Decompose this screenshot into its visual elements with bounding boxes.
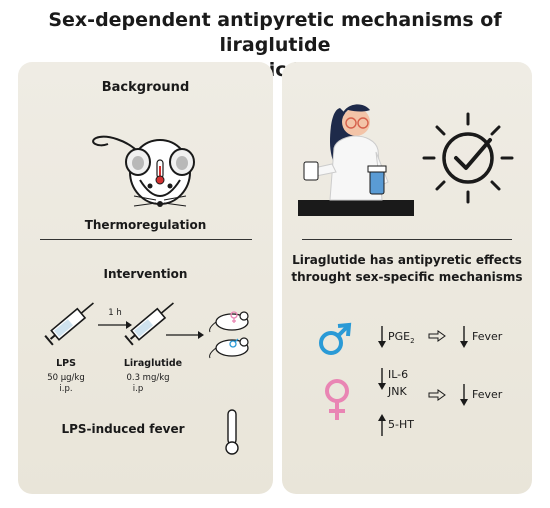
lps-dose: 50 µg/kg: [47, 373, 85, 383]
liraglutide-dose: 0.3 mg/kg: [126, 373, 170, 383]
background-heading: Background: [101, 80, 190, 95]
thermoregulation-label: Thermoregulation: [84, 218, 207, 232]
right-divider: [302, 239, 512, 240]
liraglutide-route: i.p: [132, 384, 144, 394]
male-symbol-icon: [319, 322, 352, 355]
male-down-arrow-icon: [378, 326, 386, 348]
mouse-icon: [92, 135, 195, 207]
conclusion-line-2: throught sex-specific mechanisms: [291, 270, 523, 284]
male-marker: PGE2: [388, 330, 415, 345]
female-down-arrow-icon: [378, 368, 386, 390]
left-panel: Background Thermoregulation Intervention: [18, 62, 273, 494]
researcher-icon: [298, 104, 414, 216]
arrow-to-mice-icon: [166, 331, 204, 339]
intervention-heading: Intervention: [103, 267, 188, 281]
fever-label: LPS-induced fever: [61, 422, 185, 436]
female-outcome: Fever: [472, 388, 503, 401]
liraglutide-syringe-icon: [124, 302, 174, 346]
arrow-1h-icon: [98, 321, 132, 329]
right-panel: Liraglutide has antipyretic effects thro…: [282, 62, 532, 494]
female-fever-down-icon: [460, 384, 468, 406]
female-marker-il6: IL-6: [388, 368, 409, 381]
female-markers-down: IL-6 JNK: [388, 366, 408, 400]
check-icon: [422, 112, 514, 204]
thermometer-icon: [225, 409, 239, 455]
male-outcome: Fever: [472, 330, 503, 343]
conclusion-text: Liraglutide has antipyretic effects thro…: [282, 252, 532, 286]
female-marker-jnk: JNK: [388, 385, 407, 398]
interval-label: 1 h: [108, 308, 122, 318]
female-implies-arrow-icon: [428, 389, 446, 401]
lps-route: i.p.: [59, 384, 73, 394]
liraglutide-label: Liraglutide: [123, 358, 183, 369]
male-marker-sub: 2: [410, 337, 415, 346]
female-symbol-icon: [325, 379, 349, 420]
title-line-1: Sex-dependent antipyretic mechanisms of …: [48, 9, 502, 56]
lps-syringe-icon: [44, 302, 94, 346]
female-marker-5ht: 5-HT: [388, 418, 414, 431]
male-marker-text: PGE: [388, 330, 411, 343]
left-divider: [40, 239, 252, 240]
conclusion-line-1: Liraglutide has antipyretic effects: [292, 253, 522, 267]
male-mouse-icon: [209, 337, 249, 359]
female-mouse-icon: [209, 311, 249, 333]
male-fever-down-icon: [460, 326, 468, 348]
male-implies-arrow-icon: [428, 330, 446, 342]
female-up-arrow-icon: [378, 414, 386, 436]
lps-label: LPS: [56, 358, 76, 369]
